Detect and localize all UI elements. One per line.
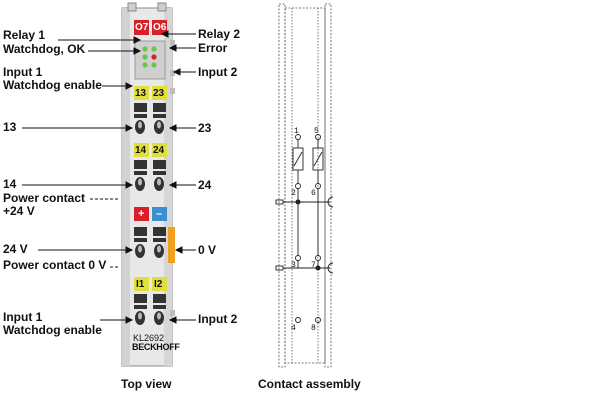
left-pointer-lines (22, 36, 142, 324)
label-watchdog-enable-top: Watchdog enable (3, 78, 102, 92)
label-plus-box (134, 207, 149, 221)
label-24-box (152, 143, 167, 157)
label-power-contact-24v-b: +24 V (3, 204, 35, 218)
contact-number-7: 7 (311, 261, 316, 270)
label-13-box (134, 86, 149, 100)
label-power-contact-24v-a: Power contact (3, 191, 86, 205)
label-power-contact-0v: Power contact 0 V (3, 258, 107, 272)
right-pointer-lines (160, 30, 196, 324)
brand-logo-text: BECKHOFF (132, 342, 180, 352)
label-relay-2: Relay 2 (198, 27, 241, 41)
label-minus-box (152, 207, 167, 221)
label-input-1-bottom: Input 1 (3, 310, 43, 324)
led-label-o7-text: O7 (135, 22, 149, 33)
label-24-right: 24 (198, 178, 212, 192)
label-i2-text: I2 (154, 279, 163, 290)
label-relay-1: Relay 1 (3, 28, 46, 42)
contact-number-5: 5 (314, 127, 319, 136)
label-watchdog-ok: Watchdog, OK (3, 42, 86, 56)
label-i1-box (134, 277, 149, 291)
caption-contact-assembly: Contact assembly (258, 377, 361, 391)
label-watchdog-enable-bottom: Watchdog enable (3, 323, 102, 337)
contact-number-8: 8 (311, 324, 316, 333)
caption-top-view: Top view (121, 377, 172, 391)
label-i2-box (152, 277, 167, 291)
contact-assembly-outline (278, 3, 332, 368)
label-i1-text: I1 (136, 279, 145, 290)
power-contact-strip (168, 227, 175, 263)
contact-number-6: 6 (311, 189, 316, 198)
led-label-o7 (134, 20, 149, 35)
label-input-2-top: Input 2 (198, 65, 238, 79)
led-label-o6 (152, 20, 167, 35)
label-24v-left: 24 V (3, 242, 28, 256)
model-number: KL2692 (133, 333, 165, 343)
led-label-o6-text: O6 (153, 22, 167, 33)
label-23-box (152, 86, 167, 100)
contact-number-2: 2 (291, 189, 296, 198)
label-minus-text: – (156, 208, 163, 220)
contact-number-4: 4 (291, 324, 296, 333)
junction-dot-24v (295, 199, 301, 205)
label-14-left: 14 (3, 177, 17, 191)
contact-number-1: 1 (294, 127, 299, 136)
label-14-box (134, 143, 149, 157)
label-13-text: 13 (135, 88, 147, 99)
label-23-right: 23 (198, 121, 212, 135)
led-window (134, 40, 166, 80)
label-0v-right: 0 V (198, 243, 217, 257)
label-input-2-bottom: Input 2 (198, 312, 238, 326)
junction-dot-0v (315, 265, 321, 271)
contact-number-3: 3 (291, 261, 296, 270)
label-13-left: 13 (3, 120, 17, 134)
label-23-text: 23 (153, 88, 165, 99)
label-error: Error (198, 41, 228, 55)
label-input-1-top: Input 1 (3, 65, 43, 79)
label-24-text: 24 (153, 145, 165, 156)
contact-wiring (275, 134, 334, 323)
label-plus-text: + (138, 208, 145, 220)
label-14-text: 14 (135, 145, 147, 156)
